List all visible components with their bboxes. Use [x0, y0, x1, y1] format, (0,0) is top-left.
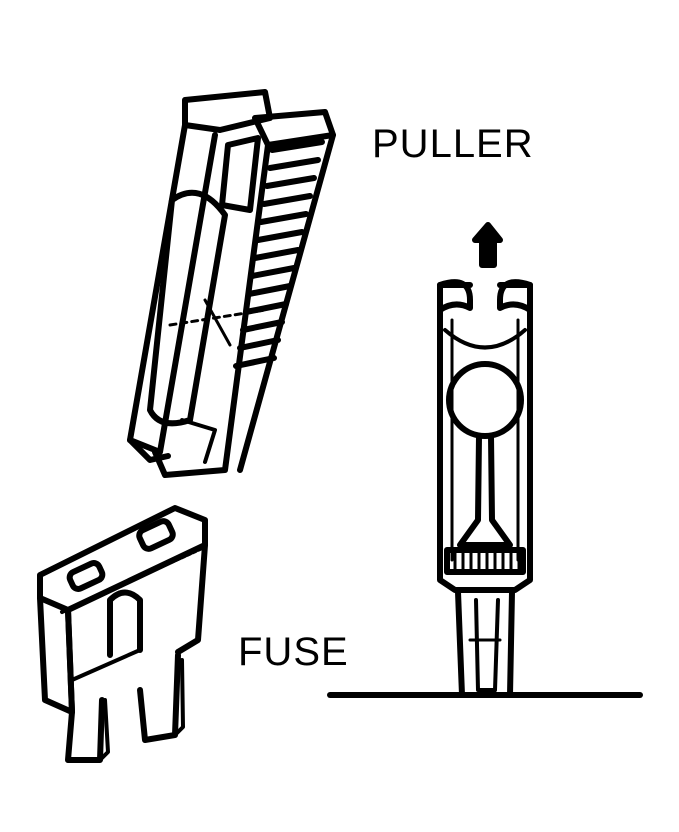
blade-fuse [37, 505, 208, 763]
fuse-label: FUSE [238, 630, 349, 674]
puller-label: PULLER [372, 122, 534, 166]
fuse-puller-tool-angled [127, 89, 336, 478]
fuse-puller-tool-vertical [437, 222, 533, 698]
